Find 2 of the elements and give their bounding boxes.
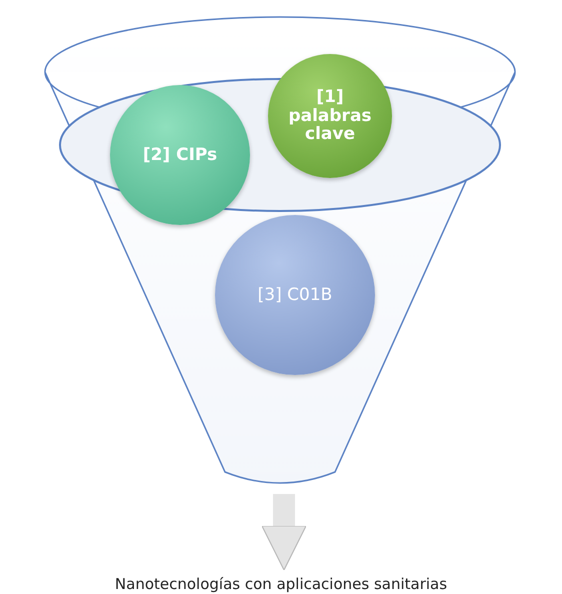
down-arrow bbox=[261, 494, 307, 571]
result-text: Nanotecnologías con aplicaciones sanitarias bbox=[40, 574, 522, 594]
